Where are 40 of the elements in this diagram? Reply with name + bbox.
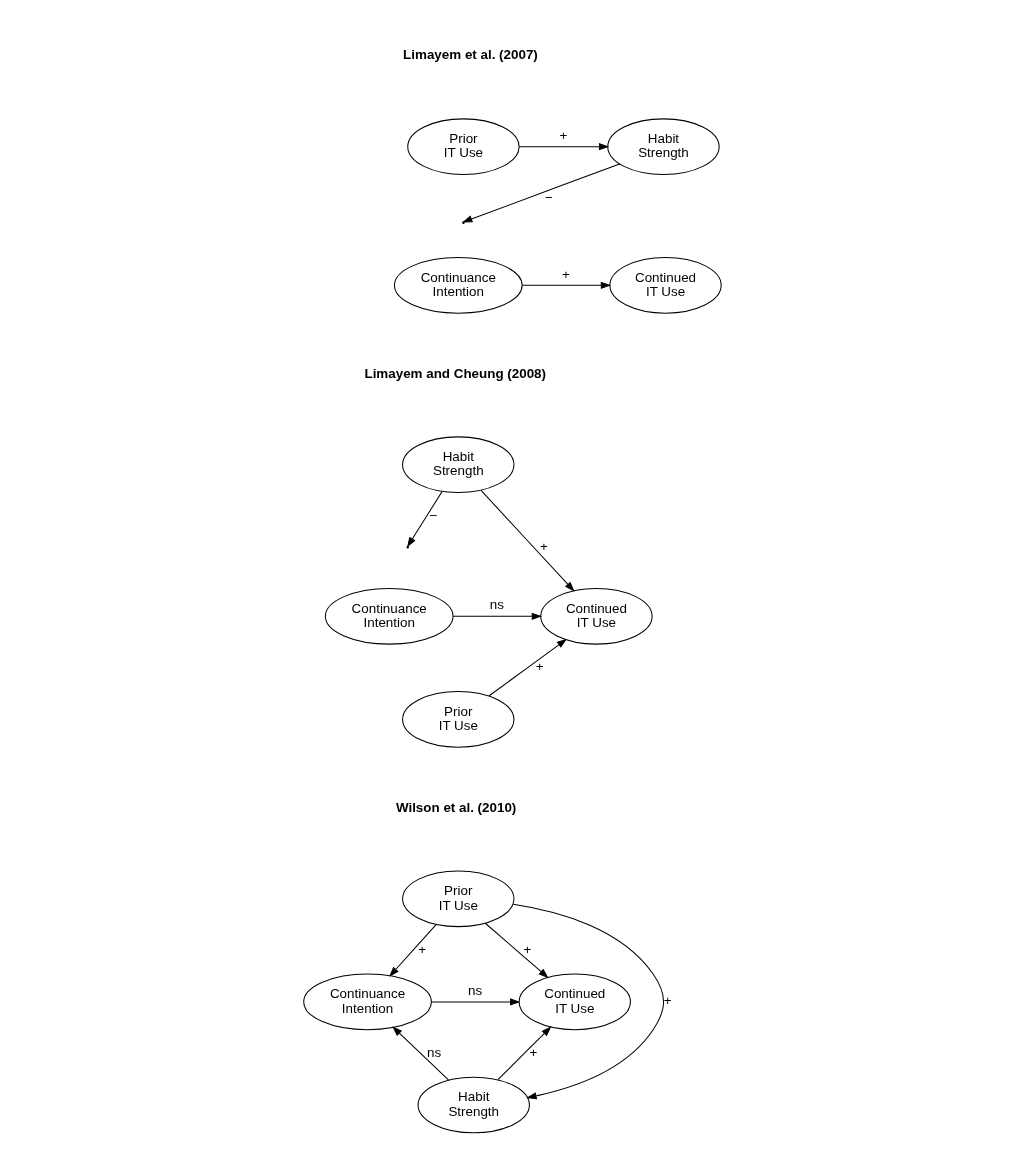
arrow	[452, 612, 543, 620]
node-ellipse: Continuance Intention	[324, 587, 454, 645]
edge-label: +	[539, 538, 548, 554]
node-ellipse: Continued IT Use	[540, 587, 653, 645]
edge-label: +	[561, 266, 570, 282]
edge-label: +	[663, 993, 672, 1009]
node-ellipse: Habit Strength	[607, 118, 720, 176]
edge-label: +	[523, 941, 532, 957]
arrow	[512, 903, 665, 1100]
node-ellipse: Prior IT Use	[402, 691, 515, 748]
edge-label: +	[535, 659, 544, 675]
arrow	[406, 491, 443, 548]
arrow	[480, 489, 575, 592]
arrow	[392, 1026, 450, 1081]
edge-label: −	[429, 507, 438, 523]
node-ellipse: Habit Strength	[402, 436, 515, 494]
arrow	[389, 924, 437, 977]
arrow	[497, 1026, 552, 1081]
node-ellipse: Prior IT Use	[407, 118, 520, 176]
edge-label: −	[545, 189, 553, 205]
node-ellipse: Continued IT Use	[609, 256, 722, 314]
edge-label: +	[418, 941, 427, 957]
label: Limayem et al. (2007)	[403, 47, 538, 63]
edge-label: ns	[468, 983, 483, 999]
arrow	[430, 998, 521, 1006]
arrow	[521, 281, 612, 289]
edge-label: ns	[426, 1044, 442, 1060]
label: Wilson et al. (2010)	[395, 799, 517, 815]
node-ellipse: Continuance Intention	[303, 973, 432, 1031]
node-ellipse: Prior IT Use	[402, 870, 515, 928]
node-ellipse: Continuance Intention	[393, 256, 523, 314]
arrow	[484, 922, 549, 979]
node-ellipse: Continued IT Use	[518, 973, 631, 1031]
edge-label: ns	[489, 597, 504, 613]
edge-label: +	[559, 127, 568, 143]
node-ellipse: Habit Strength	[417, 1076, 530, 1134]
edge-label: +	[529, 1044, 538, 1060]
label: Limayem and Cheung (2008)	[364, 365, 547, 381]
arrow	[488, 638, 568, 697]
arrow	[518, 143, 610, 151]
